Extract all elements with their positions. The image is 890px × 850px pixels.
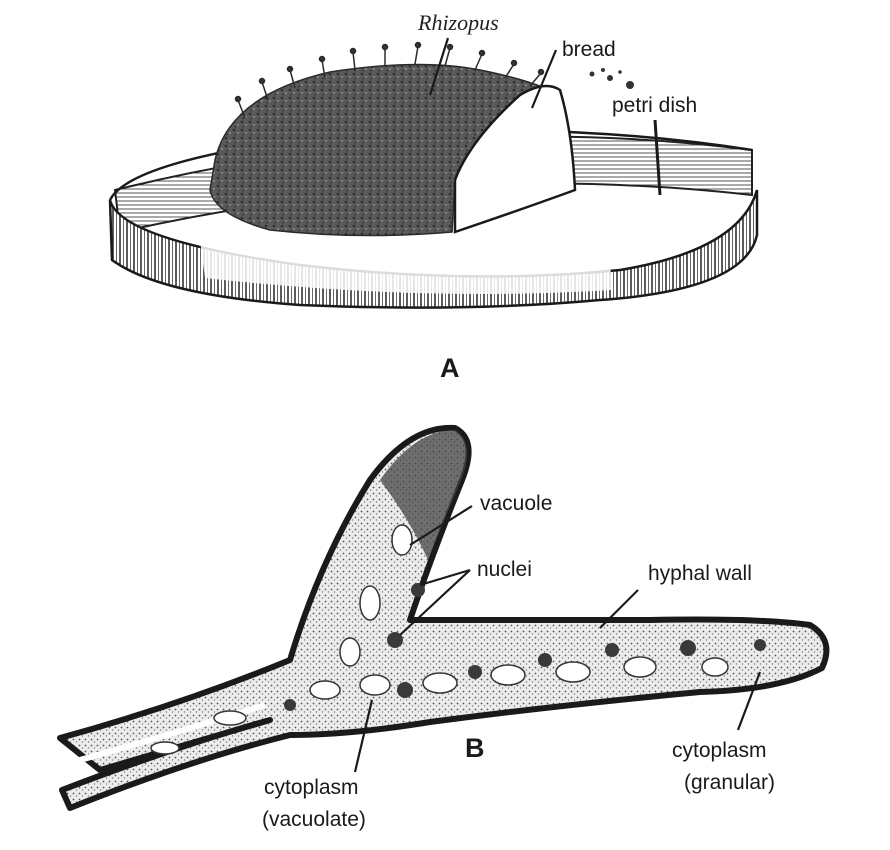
floating-spores (589, 68, 634, 89)
panel-letter-a: A (440, 353, 460, 383)
leader-hyphal-wall (599, 589, 639, 629)
panel-b-illustration (57, 424, 830, 811)
hypha-tip-shading (380, 430, 468, 560)
label-cytoplasm-granular: cytoplasm (672, 739, 767, 762)
bread-cut-face (453, 84, 577, 234)
leader-nuclei (399, 568, 471, 636)
label-petri-dish: petri dish (612, 94, 697, 117)
label-bread: bread (562, 38, 616, 61)
hypha-body (57, 424, 830, 811)
vacuoles (150, 524, 729, 755)
leader-cytoplasm-vacuolate (353, 699, 374, 773)
label-cytoplasm-granular-note: (granular) (684, 771, 775, 794)
leader-cytoplasm-granular (736, 671, 762, 731)
label-nuclei: nuclei (477, 558, 532, 581)
nuclei (284, 583, 766, 711)
label-cytoplasm-vacuolate-note: (vacuolate) (262, 808, 366, 831)
petri-dish-rim-highlight (200, 240, 612, 294)
label-rhizopus: Rhizopus (417, 10, 499, 35)
leader-vacuole (409, 505, 473, 546)
label-hyphal-wall: hyphal wall (648, 562, 752, 585)
sporangia-tufts (234, 41, 545, 119)
petri-dish-glass-edge (653, 119, 662, 196)
leader-rhizopus (428, 37, 450, 96)
hypha-lower-split (61, 702, 266, 768)
panel-letter-b: B (465, 733, 485, 763)
panel-a-illustration (108, 41, 759, 309)
label-vacuole: vacuole (480, 492, 552, 515)
leader-bread (530, 49, 558, 109)
label-cytoplasm-vacuolate: cytoplasm (264, 776, 359, 799)
